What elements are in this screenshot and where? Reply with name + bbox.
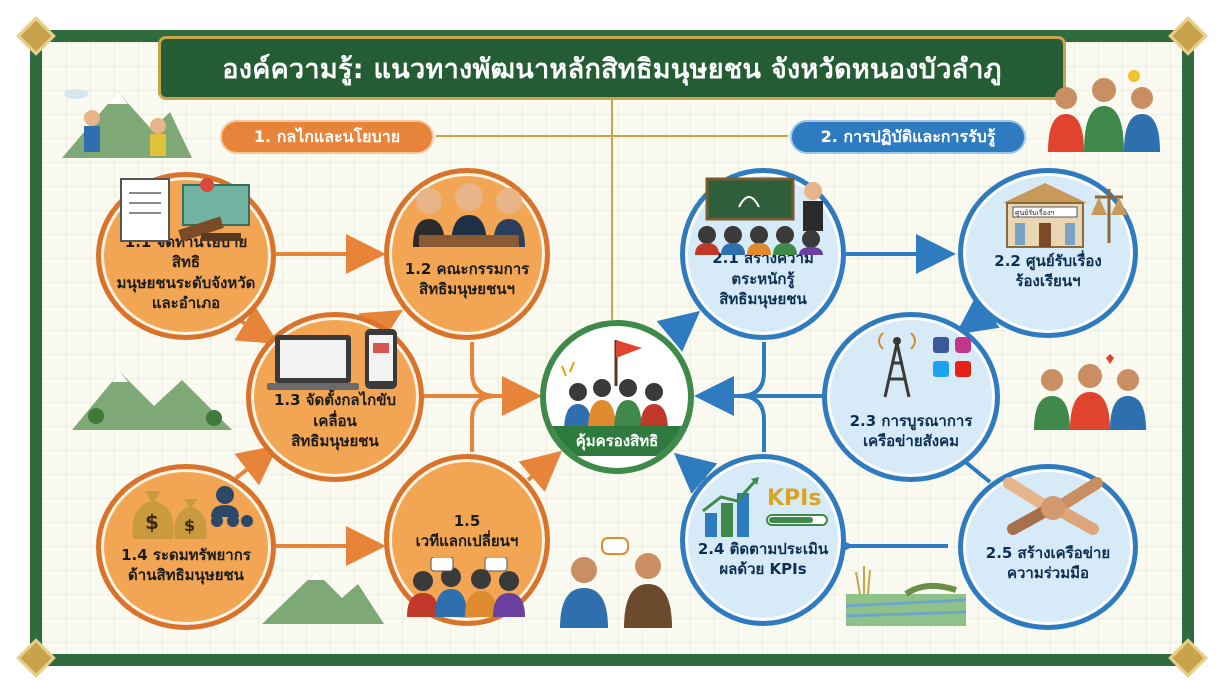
node-1-1-provincial-policy: 1.1 จัดทำนโยบายสิทธิ มนุษยชนระดับจังหวัด… [96, 172, 276, 340]
node-1-5-exchange-forum: 1.5 เวทีแลกเปลี่ยนฯ [384, 454, 550, 626]
node-1-5-line-2: เวทีแลกเปลี่ยนฯ [415, 531, 519, 550]
node-2-4-line-1: 2.4 ติดตามประเมิน [697, 539, 829, 558]
center-banner: คุ้มครองสิทธิ [546, 426, 688, 456]
node-1-1-line-2: มนุษยชนระดับจังหวัด [116, 273, 256, 292]
kpi-icon-text: KPIs [767, 486, 821, 511]
node-1-1-line-3: และอำเภอ [151, 293, 221, 312]
node-1-3-line-1: 1.3 จัดตั้งกลไกขับเคลื่อน [273, 391, 397, 430]
node-1-4-line-1: 1.4 ระดมทรัพยากร [121, 545, 251, 564]
node-2-2-complaint-center: ศูนย์รับเรื่องฯ 2.2 ศูนย์รับเรื่อง ร้องเ… [958, 168, 1138, 338]
node-1-3-label: 1.3 จัดตั้งกลไกขับเคลื่อน สิทธิมนุษยชน [251, 390, 419, 451]
node-2-2-label: 2.2 ศูนย์รับเรื่อง ร้องเรียนฯ [982, 251, 1113, 292]
section-label-policy-text: 1. กลไกและนโยบาย [253, 126, 401, 146]
node-2-3-social-network: 2.3 การบูรณาการ เครือข่ายสังคม [822, 312, 1000, 482]
node-2-1-label: 2.1 สร้างความ ตระหนักรู้ สิทธิมนุษยชน [700, 248, 826, 309]
family-greeting-illustration [1048, 70, 1160, 152]
tower-social-icon [878, 332, 971, 398]
node-2-1-line-2: ตระหนักรู้ [731, 269, 795, 288]
node-1-4-label: 1.4 ระดมทรัพยากร ด้านสิทธิมนุษยชน [109, 545, 263, 586]
node-1-2-line-1: 1.2 คณะกรรมการ [404, 259, 530, 278]
documents-gavel-icon [120, 178, 250, 242]
arrow-1-4-to-1-3 [234, 445, 279, 486]
node-2-3-label: 2.3 การบูรณาการ เครือข่ายสังคม [838, 411, 985, 452]
node-1-4-resources: $ $ 1.4 ระดมทรัพยากร ด้านสิทธิมนุษยชน [96, 464, 276, 630]
center-label: คุ้มครองสิทธิ [575, 432, 659, 450]
node-2-4-line-2: ผลด้วย KPIs [719, 559, 807, 578]
node-2-4-label: 2.4 ติดตามประเมิน ผลด้วย KPIs [686, 539, 840, 580]
node-2-3-line-1: 2.3 การบูรณาการ [849, 411, 973, 430]
arrow-2-4-to-center [673, 452, 718, 494]
page-title: องค์ความรู้: แนวทางพัฒนาหลักสิทธิมนุษยชน… [222, 53, 1002, 85]
arrow-center-to-2-1 [656, 310, 701, 352]
node-1-5-line-1: 1.5 [453, 511, 481, 530]
node-2-2-line-2: ร้องเรียนฯ [1015, 271, 1081, 290]
node-1-3-line-2: สิทธิมนุษยชน [291, 431, 379, 450]
mountains-left-illustration [72, 372, 232, 430]
node-1-5-label: 1.5 เวทีแลกเปลี่ยนฯ [404, 511, 531, 552]
node-1-2-committee: 1.2 คณะกรรมการ สิทธิมนุษยชนฯ [384, 168, 550, 340]
crowd-flag-icon [561, 340, 668, 432]
node-2-5-cooperation-network: 2.5 สร้างเครือข่าย ความร่วมมือ [958, 464, 1138, 630]
conversation-people-illustration [560, 537, 672, 628]
node-2-5-line-2: ความร่วมมือ [1006, 563, 1089, 582]
node-2-1-line-3: สิทธิมนุษยชน [719, 289, 807, 308]
node-1-4-line-2: ด้านสิทธิมนุษยชน [128, 565, 244, 584]
building-sign-text: ศูนย์รับเรื่องฯ [1015, 208, 1054, 217]
node-2-2-line-1: 2.2 ศูนย์รับเรื่อง [994, 251, 1102, 270]
node-1-3-mechanism: 1.3 จัดตั้งกลไกขับเคลื่อน สิทธิมนุษยชน [246, 312, 424, 482]
node-1-2-line-2: สิทธิมนุษยชนฯ [419, 279, 515, 298]
kpi-chart-icon: KPIs [702, 477, 828, 537]
complaint-building-icon: ศูนย์รับเรื่องฯ [1003, 183, 1127, 248]
arrow-1-5-to-center [518, 450, 563, 493]
section-label-practice-text: 2. การปฏิบัติและการรับรู้ [820, 126, 996, 146]
villagers-illustration [1034, 354, 1146, 430]
center-protect-rights: คุ้มครองสิทธิ [540, 320, 694, 474]
rice-field-illustration [846, 566, 966, 626]
node-1-2-label: 1.2 คณะกรรมการ สิทธิมนุษยชนฯ [393, 259, 541, 300]
node-2-5-label: 2.5 สร้างเครือข่าย ความร่วมมือ [974, 543, 1122, 584]
svg-text:$: $ [145, 510, 159, 534]
node-2-4-kpi-monitoring: KPIs 2.4 ติดตามประเมิน ผลด้วย KPIs [680, 454, 846, 626]
mountains-bottom-illustration [262, 572, 384, 624]
section-label-practice: 2. การปฏิบัติและการรับรู้ [790, 120, 1026, 154]
svg-text:$: $ [184, 516, 195, 535]
laptop-phone-icon [267, 329, 397, 390]
forum-crowd-icon [407, 557, 525, 617]
node-2-3-line-2: เครือข่ายสังคม [862, 431, 960, 450]
hiker-mountain-illustration [62, 89, 192, 158]
money-bags-people-icon: $ $ [132, 486, 253, 539]
node-2-5-line-1: 2.5 สร้างเครือข่าย [985, 543, 1111, 562]
title-banner: องค์ความรู้: แนวทางพัฒนาหลักสิทธิมนุษยชน… [158, 36, 1066, 100]
node-2-1-awareness: 2.1 สร้างความ ตระหนักรู้ สิทธิมนุษยชน [680, 168, 846, 340]
joined-hands-icon [1003, 477, 1103, 535]
classroom-teacher-icon [695, 177, 823, 255]
arrow-1-2-to-center [470, 342, 542, 416]
section-label-policy: 1. กลไกและนโยบาย [220, 120, 434, 154]
committee-people-icon [413, 183, 525, 247]
